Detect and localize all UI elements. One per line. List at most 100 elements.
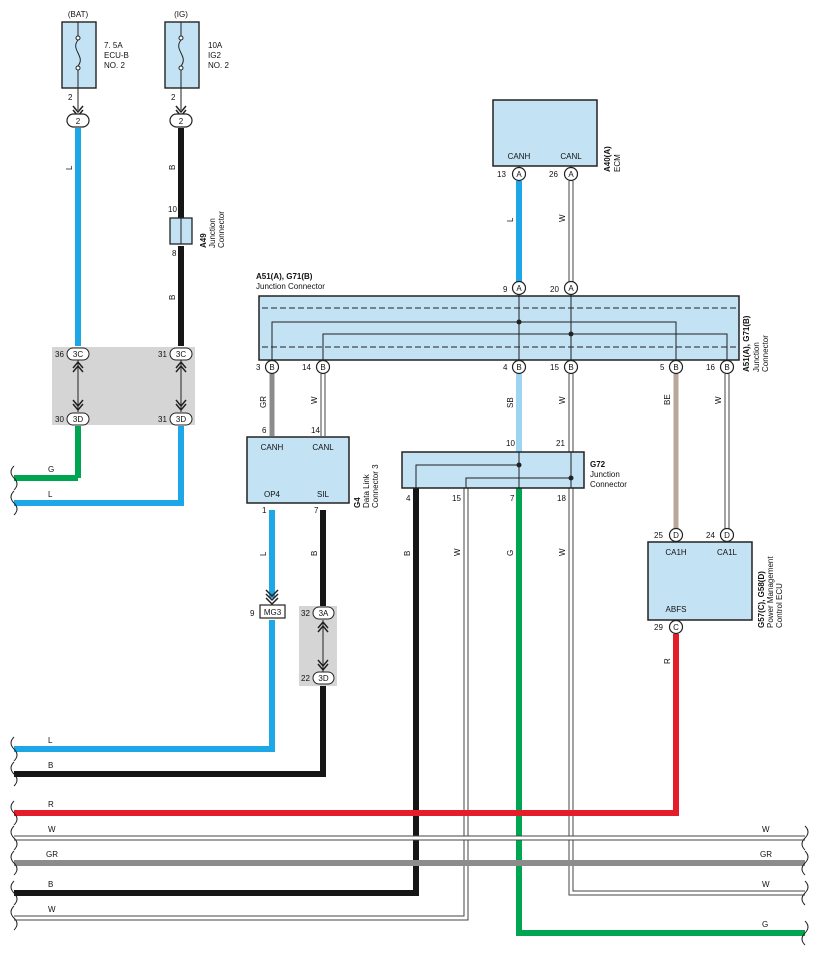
svg-text:A: A [568,170,574,179]
svg-text:L: L [65,165,74,170]
dlc-code: G4 [353,497,362,508]
svg-text:14: 14 [302,363,311,372]
svg-text:31: 31 [158,350,167,359]
g72-l2: Connector [590,480,627,489]
svg-text:3D: 3D [73,415,83,424]
svg-text:B: B [168,295,177,300]
svg-text:B: B [403,551,412,556]
wire-g72-w18-inner [569,488,805,895]
svg-text:1: 1 [262,506,267,515]
svg-text:4: 4 [503,363,508,372]
svg-text:G: G [48,465,54,474]
svg-text:9: 9 [503,285,508,294]
svg-text:20: 20 [550,285,559,294]
g72-l1: Junction [590,470,620,479]
ecm-name: ECM [613,154,622,172]
svg-text:3A: 3A [319,609,329,618]
svg-text:2: 2 [179,117,184,126]
pm-abfs-label: ABFS [666,605,687,614]
junction-connector-g72: 10 21 G72 Junction Connector 4 15 7 18 [401,439,627,503]
ecm-canh-label: CANH [508,152,531,161]
connector-bat-2: 2 [66,113,90,128]
svg-text:W: W [558,548,567,556]
fuse-ecu-b: (BAT) 7. 5A ECU-B NO. 2 2 [61,10,129,110]
svg-text:2: 2 [76,117,81,126]
svg-text:D: D [673,531,679,540]
wire-g72-g [516,488,805,936]
svg-text:25: 25 [654,531,663,540]
svg-text:C: C [673,623,679,632]
svg-text:BE: BE [663,394,672,405]
svg-text:16: 16 [706,363,715,372]
pm-l1: Power Management [766,556,775,628]
svg-text:7: 7 [510,494,515,503]
fuse-ig2: (IG) 10A IG2 NO. 2 2 [164,10,229,110]
fuse-ig-source: (IG) [174,10,188,19]
svg-text:26: 26 [549,170,558,179]
dlc-canl-label: CANL [312,443,334,452]
fuse-ig-pin: 2 [171,93,176,102]
svg-text:30: 30 [55,415,64,424]
svg-text:4: 4 [406,494,411,503]
svg-text:22: 22 [301,674,310,683]
svg-text:W: W [714,396,723,404]
svg-text:3: 3 [256,363,261,372]
svg-text:15: 15 [550,363,559,372]
svg-text:W: W [48,825,56,834]
svg-text:24: 24 [706,531,715,540]
wire-break-marks [10,465,809,946]
a49-pin-bottom: 8 [172,249,177,258]
g72-code: G72 [590,460,606,469]
fuse-bat-number: NO. 2 [104,61,125,70]
svg-text:G: G [762,920,768,929]
svg-text:18: 18 [557,494,566,503]
svg-text:W: W [48,905,56,914]
svg-text:21: 21 [556,439,565,448]
fuse-bat-source: (BAT) [68,10,89,19]
svg-text:10: 10 [506,439,515,448]
svg-text:13: 13 [497,170,506,179]
wire-g72-w [14,488,469,921]
svg-text:L: L [259,551,268,556]
connector-mg3: 9 MG3 [250,589,286,619]
svg-text:GR: GR [760,850,772,859]
data-link-connector-g4: 6 14 CANH CANL OP4 SIL 1 7 G4 Data Link … [246,426,380,515]
pm-l2: Control ECU [775,583,784,628]
svg-text:B: B [269,363,274,372]
a49-label2: Connector [217,211,226,248]
svg-text:A: A [516,170,522,179]
power-management-ecu: 25 D 24 D CA1H CA1L ABFS 29 C G57(C), G5… [647,527,784,635]
a49-pin-top: 10 [168,205,177,214]
jc1-side-l2: Connector [761,335,770,372]
jc1-title-name: Junction Connector [256,282,325,291]
svg-text:G: G [506,550,515,556]
svg-text:W: W [558,396,567,404]
svg-text:A: A [568,284,574,293]
svg-text:9: 9 [250,609,255,618]
junction-connector-a49: 10 8 A49 Junction Connector [168,205,226,258]
ecm-code: A40(A) [603,146,612,172]
svg-text:B: B [568,363,573,372]
svg-text:5: 5 [660,363,665,372]
ecm-canl-label: CANL [560,152,582,161]
fuse-bat-name: ECU-B [104,51,129,60]
svg-text:B: B [48,880,53,889]
svg-text:B: B [48,761,53,770]
svg-text:D: D [724,531,730,540]
a49-code: A49 [199,233,208,248]
svg-text:W: W [558,214,567,222]
wire-dlc-b-bottom [14,686,326,777]
pm-ca1h-label: CA1H [665,548,687,557]
svg-text:R: R [48,800,54,809]
wire-bus-l [14,426,184,506]
fuse-ig-rating: 10A [208,41,223,50]
svg-text:L: L [48,490,53,499]
svg-text:W: W [310,396,319,404]
svg-text:B: B [673,363,678,372]
ecm-component: CANH CANL A40(A) ECM 13 A 26 A [492,99,622,182]
svg-text:L: L [48,736,53,745]
svg-text:3D: 3D [176,415,186,424]
jc1-side-code: A51(A), G71(B) [742,315,751,372]
svg-text:W: W [762,825,770,834]
jc1-title-code: A51(A), G71(B) [256,272,313,281]
